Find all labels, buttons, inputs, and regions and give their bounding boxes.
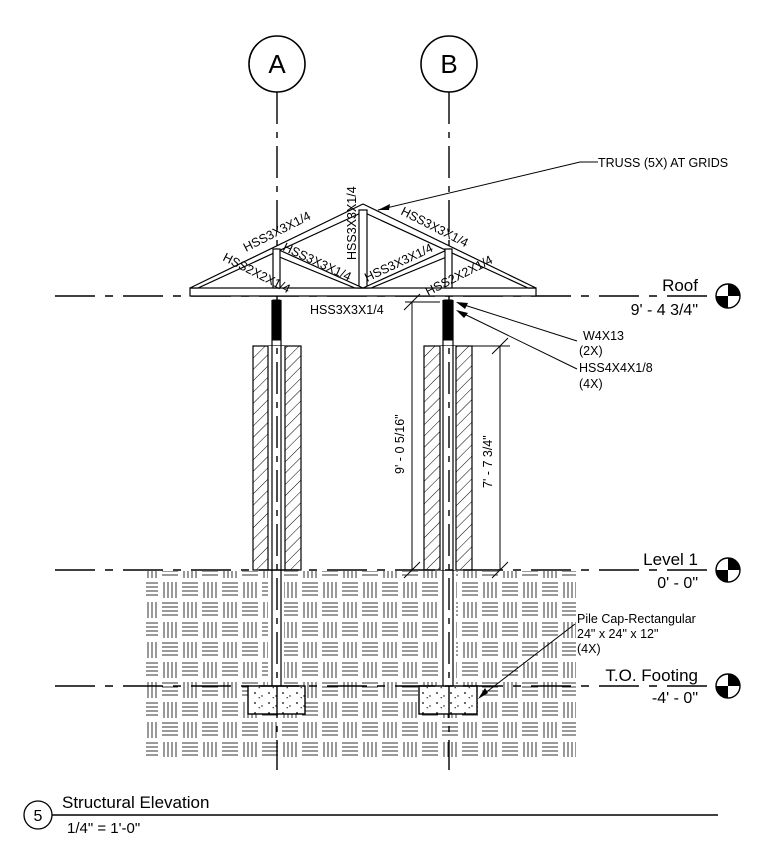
level-elev-level1: 0' - 0" — [657, 575, 698, 592]
level-name-roof: Roof — [662, 276, 698, 295]
dimension-9ft-text: 9' - 0 5/16" — [393, 414, 407, 474]
dimension-7ft-text: 7' - 7 3/4" — [481, 435, 495, 488]
level-elev-roof: 9' - 4 3/4" — [631, 302, 698, 319]
w4x13-note: W4X13 — [583, 329, 624, 343]
level-head-roof[interactable]: Roof 9' - 4 3/4" — [631, 276, 741, 319]
pile-cap-b — [418, 685, 478, 715]
truss-leader — [377, 161, 598, 211]
grid-label-b: B — [440, 49, 457, 79]
hss4-note: HSS4X4X1/8 — [579, 361, 653, 375]
grid-bubble-a[interactable]: A — [248, 35, 306, 93]
column-b — [439, 299, 457, 686]
grid-label-a: A — [268, 49, 286, 79]
wall-b — [423, 345, 473, 571]
truss-note: TRUSS (5X) AT GRIDS — [598, 156, 728, 170]
member-king-post: HSS3X3X1/4 — [345, 186, 359, 260]
view-title-scale: 1/4" = 1'-0" — [67, 820, 140, 837]
level-name-level1: Level 1 — [643, 550, 698, 569]
view-title-name: Structural Elevation — [62, 793, 209, 812]
roof-member-label: HSS3X3X1/4 — [310, 303, 384, 317]
pile-cap-qty: (4X) — [577, 642, 601, 656]
soil-hatch — [146, 571, 576, 757]
dimension-7ft — [472, 337, 510, 579]
pile-cap-size: 24" x 24" x 12" — [577, 627, 658, 641]
dimension-9ft — [403, 293, 440, 579]
view-title[interactable]: 5 Structural Elevation 1/4" = 1'-0" — [23, 793, 718, 837]
level-elev-footing: -4' - 0" — [652, 690, 698, 707]
roof-truss — [189, 203, 537, 297]
level-head-level1[interactable]: Level 1 0' - 0" — [643, 550, 741, 592]
pile-cap-leader — [478, 623, 576, 699]
level-target-icon — [715, 283, 741, 309]
view-number: 5 — [34, 808, 43, 825]
pile-cap-note: Pile Cap-Rectangular — [577, 612, 696, 626]
grid-bubble-b[interactable]: B — [420, 35, 478, 93]
hss4-qty: (4X) — [579, 377, 603, 391]
level-target-icon — [715, 557, 741, 583]
column-leaders — [457, 302, 578, 370]
level-name-footing: T.O. Footing — [605, 666, 698, 685]
w4x13-qty: (2X) — [579, 344, 603, 358]
level-target-icon — [715, 673, 741, 699]
level-head-footing[interactable]: T.O. Footing -4' - 0" — [605, 666, 741, 707]
